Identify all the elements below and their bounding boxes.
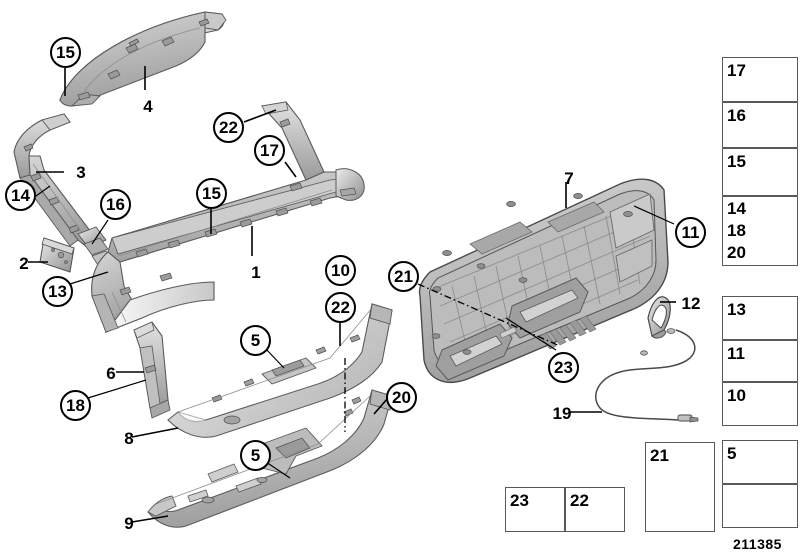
callout-22-upper[interactable]: 22 [213,112,244,143]
callout-10[interactable]: 10 [325,255,356,286]
callout-6[interactable]: 6 [106,364,116,383]
part-12-triangular-pull-loop-handle [647,296,671,339]
part-4-upper-tailgate-trim-strip [59,11,227,107]
legend-label-22: 22 [570,491,589,510]
callout-22-lower[interactable]: 22 [325,292,356,323]
legend-box-16[interactable] [722,102,798,148]
callout-19[interactable]: 19 [552,404,572,423]
part-7-tailgate-inner-trim-panel [418,178,669,383]
legend-box-5[interactable] [722,440,798,484]
callout-18[interactable]: 18 [60,390,91,421]
callout-16[interactable]: 16 [100,189,131,220]
callout-11[interactable]: 11 [675,217,706,248]
callout-12[interactable]: 12 [681,294,701,313]
part-19-emergency-release-cable [595,328,699,423]
legend-label-20: 20 [727,243,746,262]
legend-box-arrow-symbol[interactable] [722,484,798,528]
diagram-id-number: 211385 [733,536,782,552]
callout-17[interactable]: 17 [254,135,285,166]
legend-box-22[interactable] [565,487,625,532]
legend-label-23: 23 [510,491,529,510]
callout-1[interactable]: 1 [251,263,261,282]
callout-3[interactable]: 3 [76,163,86,182]
callout-9[interactable]: 9 [124,514,134,533]
callout-20[interactable]: 20 [386,382,417,413]
legend-label-11: 11 [727,344,745,363]
callout-21[interactable]: 21 [388,261,419,292]
legend-label-14: 14 [727,199,746,218]
callout-5-lower[interactable]: 5 [240,440,271,471]
legend-box-13[interactable] [722,296,798,340]
callout-8[interactable]: 8 [124,429,134,448]
part-8-lower-trim-panel-upper [167,303,393,438]
legend-box-21[interactable] [645,442,715,532]
legend-label-13: 13 [727,300,746,319]
part-2-small-clip-cover [39,237,75,273]
part-1-tailgate-frame-trim-main [91,101,365,334]
callout-15-frame[interactable]: 15 [196,178,227,209]
legend-label-17: 17 [727,61,746,80]
callout-2[interactable]: 2 [19,254,29,273]
part-6-left-vertical-trim-strip [133,321,171,419]
legend-box-14-18-20[interactable] [722,196,798,266]
callout-4[interactable]: 4 [143,97,153,116]
part-9-lower-trim-panel-lower [147,389,393,528]
legend-box-23[interactable] [505,487,565,532]
legend-box-15[interactable] [722,148,798,196]
legend-box-17[interactable] [722,57,798,102]
legend-label-5: 5 [727,444,737,463]
legend-label-15: 15 [727,152,746,171]
part-3-left-side-frame-trim [13,113,101,253]
callout-5-upper[interactable]: 5 [240,325,271,356]
legend-label-18: 18 [727,221,746,240]
legend-label-21: 21 [650,446,669,465]
legend-label-10: 10 [727,386,746,405]
callout-14[interactable]: 14 [5,180,36,211]
callout-13[interactable]: 13 [42,276,73,307]
legend-label-16: 16 [727,106,746,125]
legend-box-11[interactable] [722,340,798,382]
callout-23[interactable]: 23 [548,352,579,383]
callout-7[interactable]: 7 [564,169,574,188]
callout-15-upper[interactable]: 15 [50,37,81,68]
legend-box-10[interactable] [722,382,798,426]
